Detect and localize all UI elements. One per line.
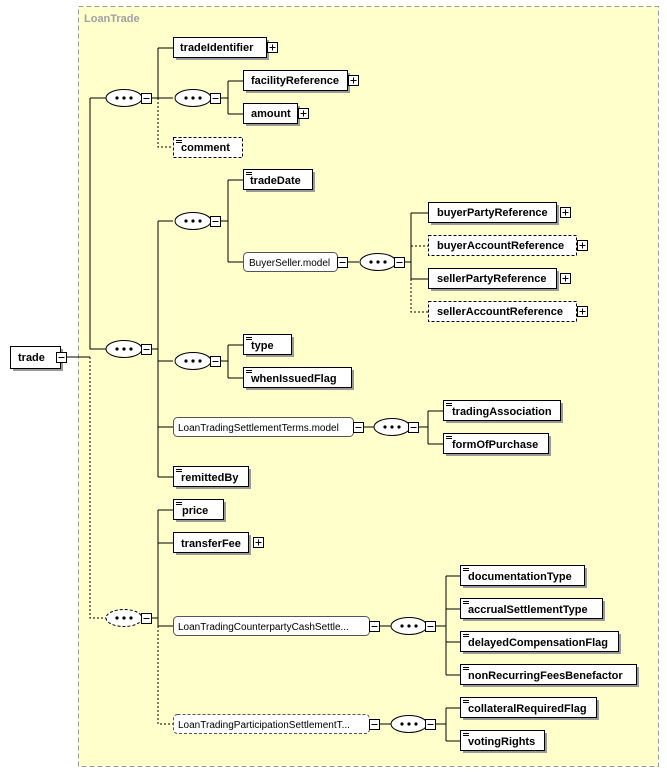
label-tradeIdentifier: tradeIdentifier: [180, 42, 254, 54]
label-remittedBy: remittedBy: [181, 472, 239, 484]
collapse-button-seq-participation[interactable]: [425, 719, 436, 730]
element-delayedCompensationFlag[interactable]: delayedCompensationFlag: [460, 631, 622, 655]
sequence-compositor-3: [105, 609, 143, 627]
collapse-button-seq-1a[interactable]: [210, 93, 221, 104]
label-price: price: [182, 505, 208, 517]
expand-button-sellerPartyReference[interactable]: [560, 273, 571, 284]
connectors: [67, 47, 460, 742]
collapse-button-seq-3[interactable]: [141, 613, 152, 624]
group-title: LoanTrade: [84, 13, 140, 25]
collapse-button-seq-buyerseller[interactable]: [394, 257, 405, 268]
collapse-button-counterparty-cash-model[interactable]: [369, 621, 380, 632]
sequence-compositor-buyerseller: [359, 253, 397, 271]
model-group-participation[interactable]: LoanTradingParticipationSettlementT...: [173, 714, 370, 734]
element-accrualSettlementType[interactable]: accrualSettlementType: [460, 598, 606, 622]
expand-button-facilityReference[interactable]: [348, 75, 359, 86]
label-nonRecurringFeesBenefactor: nonRecurringFeesBenefactor: [468, 670, 623, 682]
collapse-button-trade[interactable]: [56, 352, 67, 363]
label-collateralRequiredFlag: collateralRequiredFlag: [468, 703, 587, 715]
label-buyerseller-model: BuyerSeller.model: [249, 258, 330, 269]
element-type[interactable]: type: [243, 334, 295, 358]
element-formOfPurchase[interactable]: formOfPurchase: [443, 433, 552, 457]
label-formOfPurchase: formOfPurchase: [452, 439, 538, 451]
collapse-button-seq-2a[interactable]: [210, 216, 221, 227]
label-participation-model: LoanTradingParticipationSettlementT...: [178, 720, 350, 731]
collapse-button-settlement-terms-model[interactable]: [353, 422, 364, 433]
collapse-button-seq-2[interactable]: [141, 344, 152, 355]
label-type: type: [251, 340, 274, 352]
element-comment[interactable]: comment: [173, 137, 243, 158]
element-votingRights[interactable]: votingRights: [460, 730, 548, 754]
label-votingRights: votingRights: [468, 736, 535, 748]
element-tradeIdentifier[interactable]: tradeIdentifier: [173, 37, 270, 61]
element-transferFee[interactable]: transferFee: [173, 532, 252, 556]
sequence-compositor-1a: [174, 89, 212, 107]
root-element-trade[interactable]: trade: [10, 346, 64, 372]
label-documentationType: documentationType: [468, 571, 572, 583]
label-facilityReference: facilityReference: [251, 75, 339, 87]
label-sellerAccountReference: sellerAccountReference: [437, 306, 563, 318]
element-amount[interactable]: amount: [243, 103, 301, 127]
label-sellerPartyReference: sellerPartyReference: [437, 273, 546, 285]
sequence-compositor-settlement: [373, 418, 411, 436]
element-tradeDate[interactable]: tradeDate: [243, 169, 316, 193]
sequence-compositor-participation: [390, 715, 428, 733]
sequence-compositor-cash: [390, 617, 428, 635]
element-sellerAccountReference[interactable]: sellerAccountReference: [428, 301, 577, 322]
model-group-settlement-terms[interactable]: LoanTradingSettlementTerms.model: [173, 417, 354, 437]
label-settlement-terms-model: LoanTradingSettlementTerms.model: [178, 423, 339, 434]
element-tradingAssociation[interactable]: tradingAssociation: [443, 400, 564, 424]
label-delayedCompensationFlag: delayedCompensationFlag: [468, 637, 608, 649]
sequence-compositor-1: [105, 89, 143, 107]
label-transferFee: transferFee: [181, 538, 241, 550]
expand-button-transferFee[interactable]: [253, 537, 264, 548]
element-documentationType[interactable]: documentationType: [460, 565, 588, 589]
label-buyerPartyReference: buyerPartyReference: [437, 207, 548, 219]
label-buyerAccountReference: buyerAccountReference: [437, 240, 564, 252]
collapse-button-seq-settlement[interactable]: [408, 422, 419, 433]
model-group-counterparty-cash[interactable]: LoanTradingCounterpartyCashSettle...: [173, 616, 370, 636]
element-remittedBy[interactable]: remittedBy: [173, 466, 252, 490]
sequence-compositor-2: [105, 340, 143, 358]
sequence-compositor-2b: [174, 352, 212, 370]
element-facilityReference[interactable]: facilityReference: [243, 70, 351, 94]
root-label: trade: [18, 352, 45, 364]
label-accrualSettlementType: accrualSettlementType: [468, 604, 588, 616]
element-collateralRequiredFlag[interactable]: collateralRequiredFlag: [460, 697, 600, 721]
element-whenIssuedFlag[interactable]: whenIssuedFlag: [243, 367, 355, 391]
expand-button-sellerAccountReference[interactable]: [577, 306, 588, 317]
element-sellerPartyReference[interactable]: sellerPartyReference: [428, 268, 560, 292]
label-counterparty-cash-model: LoanTradingCounterpartyCashSettle...: [178, 622, 349, 633]
label-whenIssuedFlag: whenIssuedFlag: [250, 373, 337, 385]
expand-button-tradeIdentifier[interactable]: [267, 42, 278, 53]
expand-button-buyerPartyReference[interactable]: [560, 207, 571, 218]
expand-button-amount[interactable]: [298, 108, 309, 119]
label-amount: amount: [251, 108, 291, 120]
label-tradingAssociation: tradingAssociation: [452, 406, 552, 418]
collapse-button-seq-1[interactable]: [141, 93, 152, 104]
element-price[interactable]: price: [173, 499, 227, 523]
collapse-button-buyerseller-model[interactable]: [337, 257, 348, 268]
element-buyerPartyReference[interactable]: buyerPartyReference: [428, 202, 560, 226]
model-group-buyerseller[interactable]: BuyerSeller.model: [243, 252, 338, 272]
label-comment: comment: [181, 142, 230, 154]
sequence-compositor-2a: [174, 212, 212, 230]
element-nonRecurringFeesBenefactor[interactable]: nonRecurringFeesBenefactor: [460, 664, 640, 688]
collapse-button-participation-model[interactable]: [369, 719, 380, 730]
expand-button-buyerAccountReference[interactable]: [577, 240, 588, 251]
collapse-button-seq-2b[interactable]: [210, 356, 221, 367]
label-tradeDate: tradeDate: [250, 175, 301, 187]
collapse-button-seq-cash[interactable]: [425, 621, 436, 632]
element-buyerAccountReference[interactable]: buyerAccountReference: [428, 235, 577, 256]
